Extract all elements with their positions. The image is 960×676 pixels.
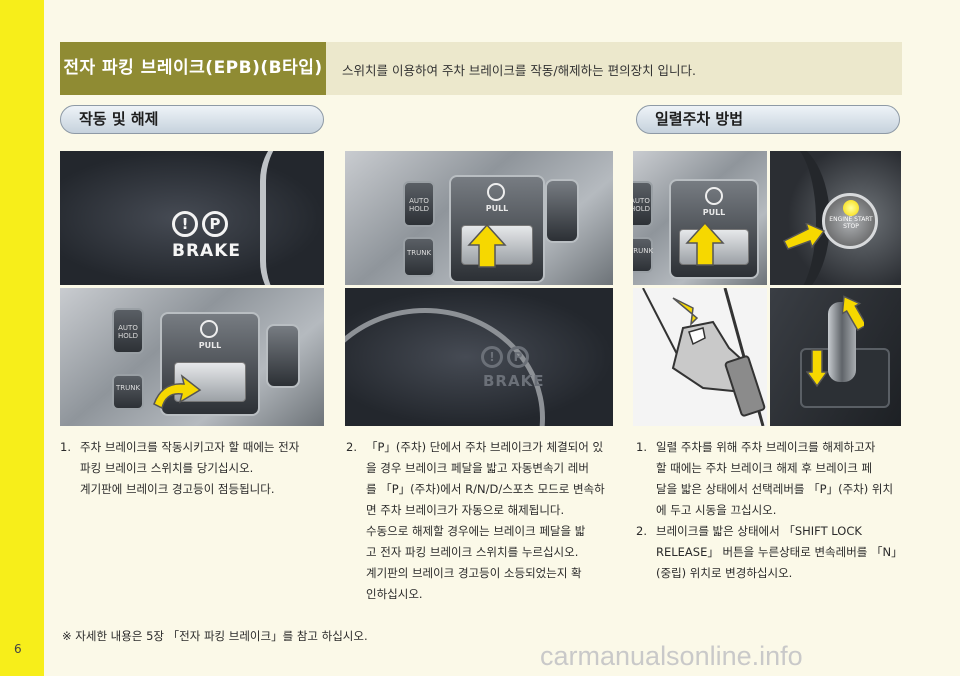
- photo-brake-warning-off: ! P BRAKE: [345, 288, 613, 426]
- photo-epb-switch-pull: AUTO HOLD TRUNK PULL: [60, 288, 324, 426]
- warning-exclamation-icon: !: [172, 211, 198, 237]
- side-switch: [266, 324, 300, 388]
- side-color-bar: [0, 0, 44, 676]
- header-description: 스위치를 이용하여 주차 브레이크를 작동/해제하는 편의장치 입니다.: [342, 63, 697, 78]
- warning-exclamation-icon: !: [481, 346, 503, 368]
- text-line: 인하십시오.: [366, 587, 423, 601]
- text-line: 주차 브레이크를 작동시키고자 할 때에는 전자: [80, 440, 300, 454]
- up-arrow-icon: [842, 295, 864, 332]
- epb-switch-housing: PULL: [160, 312, 260, 416]
- side-switch: [545, 179, 579, 243]
- section-pill-operation: 작동 및 해제: [60, 105, 324, 134]
- instruction-col1: 1. 주차 브레이크를 작동시키고자 할 때에는 전자 파킹 브레이크 스위치를…: [60, 437, 330, 500]
- text-line: RELEASE」 버튼을 누른상태로 변속레버를 「N」: [656, 545, 903, 559]
- header-title-box: [60, 42, 326, 95]
- start-button: ENGINE START STOP: [822, 193, 878, 249]
- text-line: 고 전자 파킹 브레이크 스위치를 누르십시오.: [366, 545, 579, 559]
- section-pill-parallel-parking: 일렬주차 방법: [636, 105, 900, 134]
- auto-hold-button: AUTO HOLD: [403, 181, 435, 227]
- section-pill-label: 작동 및 해제: [79, 110, 159, 128]
- brake-warning-text: BRAKE: [483, 372, 545, 390]
- up-arrow-icon: [467, 223, 507, 268]
- epb-switch-housing: PULL: [449, 175, 545, 283]
- page-title: 전자 파킹 브레이크(EPB)(B타입): [63, 58, 323, 78]
- text-line: 면 주차 브레이크가 자동으로 해제됩니다.: [366, 503, 565, 517]
- press-arrow-icon: [782, 223, 826, 250]
- foot-on-pedal-icon: [642, 288, 766, 426]
- text-line: 브레이크를 밟은 상태에서 「SHIFT LOCK: [656, 524, 862, 538]
- parking-icon: [705, 187, 723, 205]
- pull-arrow-icon: [153, 374, 202, 410]
- photo-epb-switch-auto: AUTO HOLD TRUNK PULL: [345, 151, 613, 285]
- pull-label: PULL: [198, 341, 222, 350]
- step-number: 2.: [636, 524, 647, 538]
- text-line: 에 두고 시동을 끄십시오.: [656, 503, 777, 517]
- auto-hold-button: AUTO HOLD: [633, 181, 653, 227]
- text-line: 계기판에 브레이크 경고등이 점등됩니다.: [80, 482, 275, 496]
- trunk-button: TRUNK: [403, 237, 435, 277]
- instruction-col3-step1: 1. 일렬 주차를 위해 주차 브레이크를 해제하고자 할 때에는 주차 브레이…: [636, 437, 904, 521]
- warning-parking-icon: P: [202, 211, 228, 237]
- text-line: 파킹 브레이크 스위치를 당기십시오.: [80, 461, 254, 475]
- text-line: (중립) 위치로 변경하십시오.: [656, 566, 793, 580]
- text-line: 계기판의 브레이크 경고등이 소등되었는지 확: [366, 566, 582, 580]
- photo-brake-warning-light: ! P BRAKE: [60, 151, 324, 285]
- photo-gear-shift-lever: [770, 288, 901, 426]
- text-line: 를 「P」(주차)에서 R/N/D/스포츠 모드로 변속하: [366, 482, 605, 496]
- warning-parking-icon: P: [507, 346, 529, 368]
- text-line: 「P」(주차) 단에서 주차 브레이크가 체결되어 있: [366, 440, 604, 454]
- photo-start-stop-button: ENGINE START STOP: [770, 151, 901, 285]
- instruction-col2: 2. 「P」(주차) 단에서 주차 브레이크가 체결되어 있 을 경우 브레이크…: [346, 437, 618, 605]
- page-number: 6: [14, 642, 22, 656]
- pull-label: PULL: [485, 204, 509, 213]
- auto-hold-button: AUTO HOLD: [112, 308, 144, 354]
- trunk-button: TRUNK: [112, 374, 144, 410]
- text-line: 할 때에는 주차 브레이크 해제 후 브레이크 페: [656, 461, 873, 475]
- parking-icon: [487, 183, 505, 201]
- text-line: 을 경우 브레이크 페달을 밟고 자동변속기 레버: [366, 461, 589, 475]
- up-arrow-icon: [685, 221, 725, 266]
- text-line: 달을 밟은 상태에서 선택레버를 「P」(주차) 위치: [656, 482, 894, 496]
- text-line: 수동으로 해제할 경우에는 브레이크 페달을 밟: [366, 524, 586, 538]
- photo-epb-switch-parking: AUTO HOLD TRUNK PULL: [633, 151, 767, 285]
- text-line: 일렬 주차를 위해 주차 브레이크를 해제하고자: [656, 440, 876, 454]
- down-arrow-icon: [806, 349, 828, 388]
- trunk-button: TRUNK: [633, 237, 653, 273]
- brake-warning-text: BRAKE: [172, 241, 241, 261]
- instruction-col3-step2: 2. 브레이크를 밟은 상태에서 「SHIFT LOCK RELEASE」 버튼…: [636, 521, 904, 584]
- section-pill-label: 일렬주차 방법: [655, 110, 744, 128]
- parking-icon: [200, 320, 218, 338]
- epb-switch-housing: PULL: [669, 179, 759, 279]
- illustration-brake-pedal: [633, 288, 767, 426]
- step-number: 1.: [636, 440, 647, 454]
- step-number: 2.: [346, 440, 357, 454]
- pull-label: PULL: [702, 208, 726, 217]
- footnote: ※ 자세한 내용은 5장 「전자 파킹 브레이크」를 참고 하십시오.: [62, 629, 368, 643]
- step-number: 1.: [60, 440, 71, 454]
- watermark: carmanualsonline.info: [540, 641, 803, 671]
- start-button-label: ENGINE START STOP: [829, 216, 873, 230]
